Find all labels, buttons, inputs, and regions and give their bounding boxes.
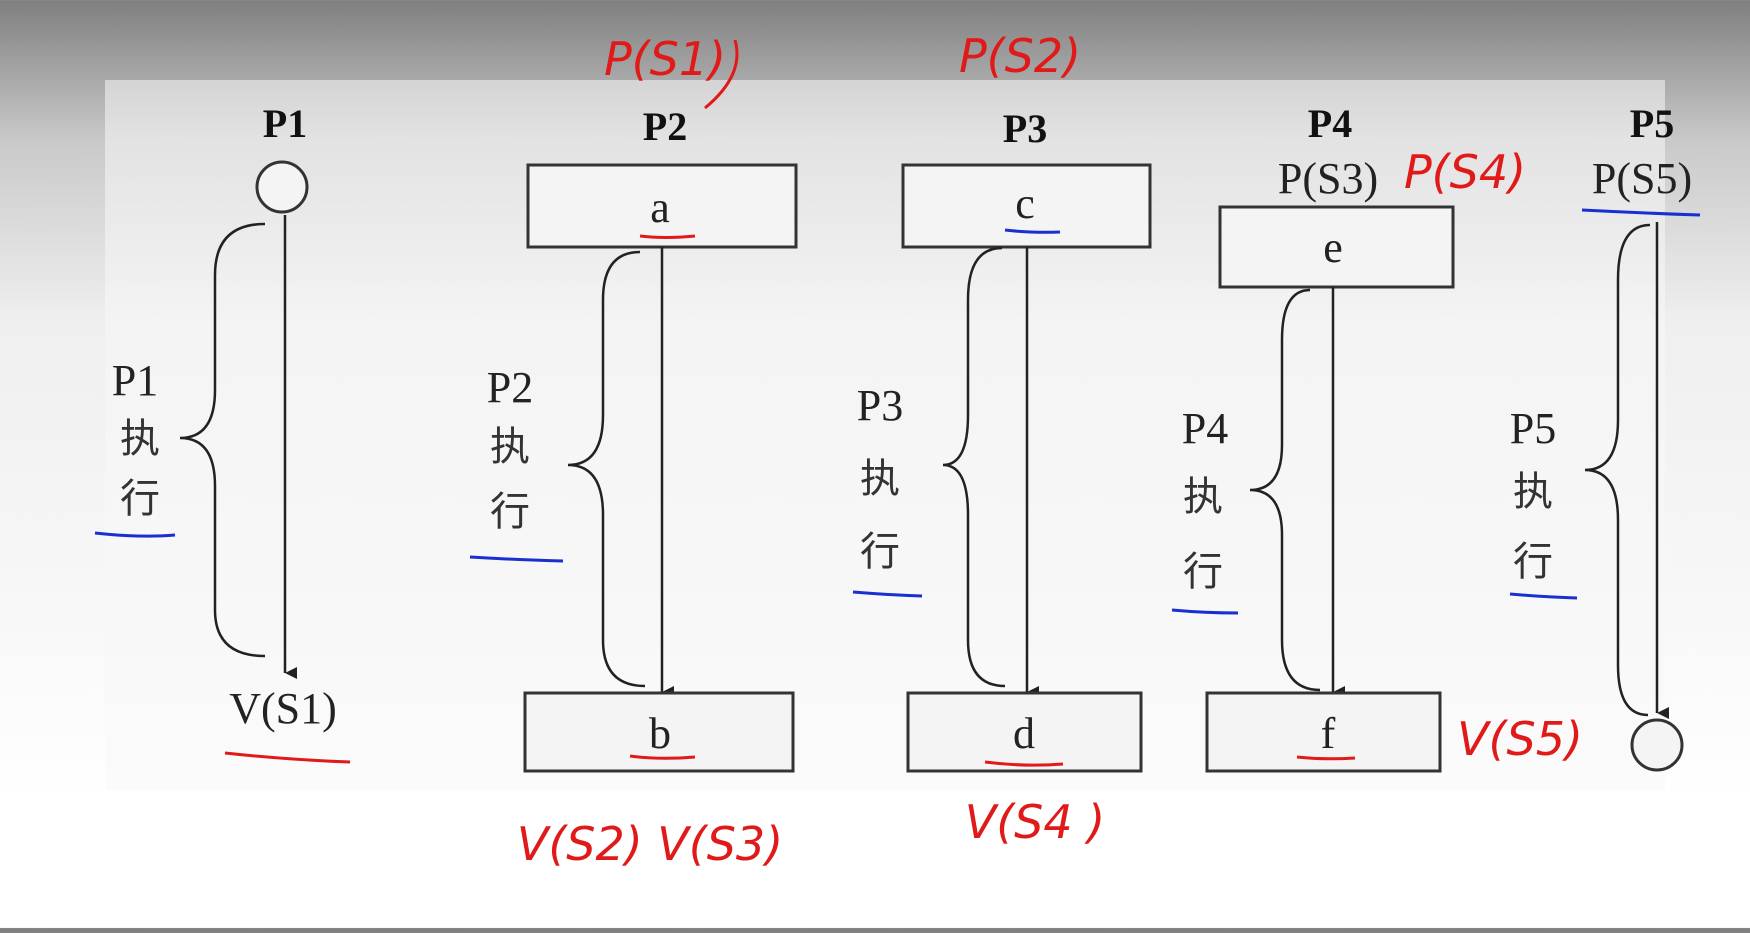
process-p5: P5 P(S5) P5 执 行 bbox=[1509, 101, 1701, 772]
diagram-panel bbox=[105, 80, 1665, 790]
p4-exec-line3: 行 bbox=[1183, 549, 1223, 595]
p5-exec-line1: P5 bbox=[1510, 404, 1556, 453]
p5-end-node bbox=[1630, 718, 1684, 772]
p4-exec-line1: P4 bbox=[1182, 404, 1228, 453]
p3-start-blue-underline bbox=[1004, 228, 1061, 234]
p3-exec-blue-underline bbox=[852, 590, 923, 598]
p2-title: P2 bbox=[643, 104, 687, 149]
p1-start-node bbox=[255, 160, 309, 214]
process-p2: P(S1) P2 a P2 执 行 b V(S2) V(S3) bbox=[469, 32, 798, 871]
p2-exec-line3: 行 bbox=[490, 489, 530, 535]
p3-end-box bbox=[906, 691, 1143, 773]
p2-end-red-underline bbox=[629, 754, 696, 760]
p2-exec-blue-underline bbox=[469, 555, 564, 563]
p4-end-red-underline bbox=[1296, 755, 1356, 761]
p2-brace bbox=[567, 250, 646, 688]
p5-wait-blue-underline bbox=[1581, 208, 1701, 217]
p1-end-label: V(S1) bbox=[229, 684, 337, 733]
p1-exec-line2: 执 bbox=[120, 416, 160, 462]
p5-exec-line3: 行 bbox=[1513, 539, 1553, 585]
process-p4: P4 P(S3) P(S4) e P4 执 行 f V(S5) bbox=[1171, 101, 1583, 773]
p1-end-red-underline bbox=[224, 751, 351, 764]
p3-exec-line2: 执 bbox=[860, 456, 900, 502]
p4-signal-annotation: V(S5) bbox=[1457, 712, 1583, 766]
p1-exec-line3: 行 bbox=[120, 476, 160, 522]
p3-wait-annotation: P(S2) bbox=[959, 29, 1081, 83]
p3-start-label: c bbox=[1015, 179, 1035, 228]
p1-brace bbox=[179, 222, 266, 658]
p2-start-label: a bbox=[650, 183, 670, 232]
p2-signal-annotation: V(S2) V(S3) bbox=[517, 817, 783, 871]
p2-annotation-pointer bbox=[704, 39, 739, 110]
p4-wait-annotation: P(S4) bbox=[1404, 145, 1526, 199]
p1-exec-blue-underline bbox=[94, 531, 176, 538]
p5-exec-line2: 执 bbox=[1513, 469, 1553, 515]
p4-end-label: f bbox=[1321, 709, 1336, 758]
p4-start-box bbox=[1218, 205, 1455, 289]
p2-start-box bbox=[526, 163, 798, 249]
p1-title: P1 bbox=[263, 101, 307, 146]
p5-exec-blue-underline bbox=[1509, 592, 1578, 600]
p3-exec-line3: 行 bbox=[860, 529, 900, 575]
p5-title: P5 bbox=[1630, 101, 1674, 146]
p2-wait-annotation: P(S1) bbox=[604, 32, 726, 86]
p4-wait-label: P(S3) bbox=[1278, 154, 1378, 203]
p3-title: P3 bbox=[1003, 106, 1047, 151]
p3-end-label: d bbox=[1013, 709, 1035, 758]
process-p3: P(S2) P3 c P3 执 行 d V(S4 ) bbox=[852, 29, 1152, 849]
p3-brace bbox=[942, 246, 1006, 688]
p2-start-red-underline bbox=[639, 234, 696, 239]
p4-title: P4 bbox=[1308, 101, 1352, 146]
p4-start-label: e bbox=[1323, 223, 1343, 272]
p4-exec-blue-underline bbox=[1171, 608, 1239, 615]
p4-brace bbox=[1249, 288, 1321, 692]
p2-exec-line1: P2 bbox=[487, 363, 533, 412]
p3-exec-line1: P3 bbox=[857, 381, 903, 430]
p5-wait-label: P(S5) bbox=[1592, 154, 1692, 203]
p2-end-label: b bbox=[649, 709, 671, 758]
p2-exec-line2: 执 bbox=[490, 424, 530, 470]
process-p1: P1 P1 执 行 V(S1) bbox=[94, 101, 351, 764]
p1-exec-line1: P1 bbox=[112, 356, 158, 405]
p3-signal-annotation: V(S4 ) bbox=[965, 795, 1105, 849]
p4-exec-line2: 执 bbox=[1183, 474, 1223, 520]
p3-end-red-underline bbox=[984, 760, 1064, 767]
p5-brace bbox=[1584, 223, 1651, 717]
